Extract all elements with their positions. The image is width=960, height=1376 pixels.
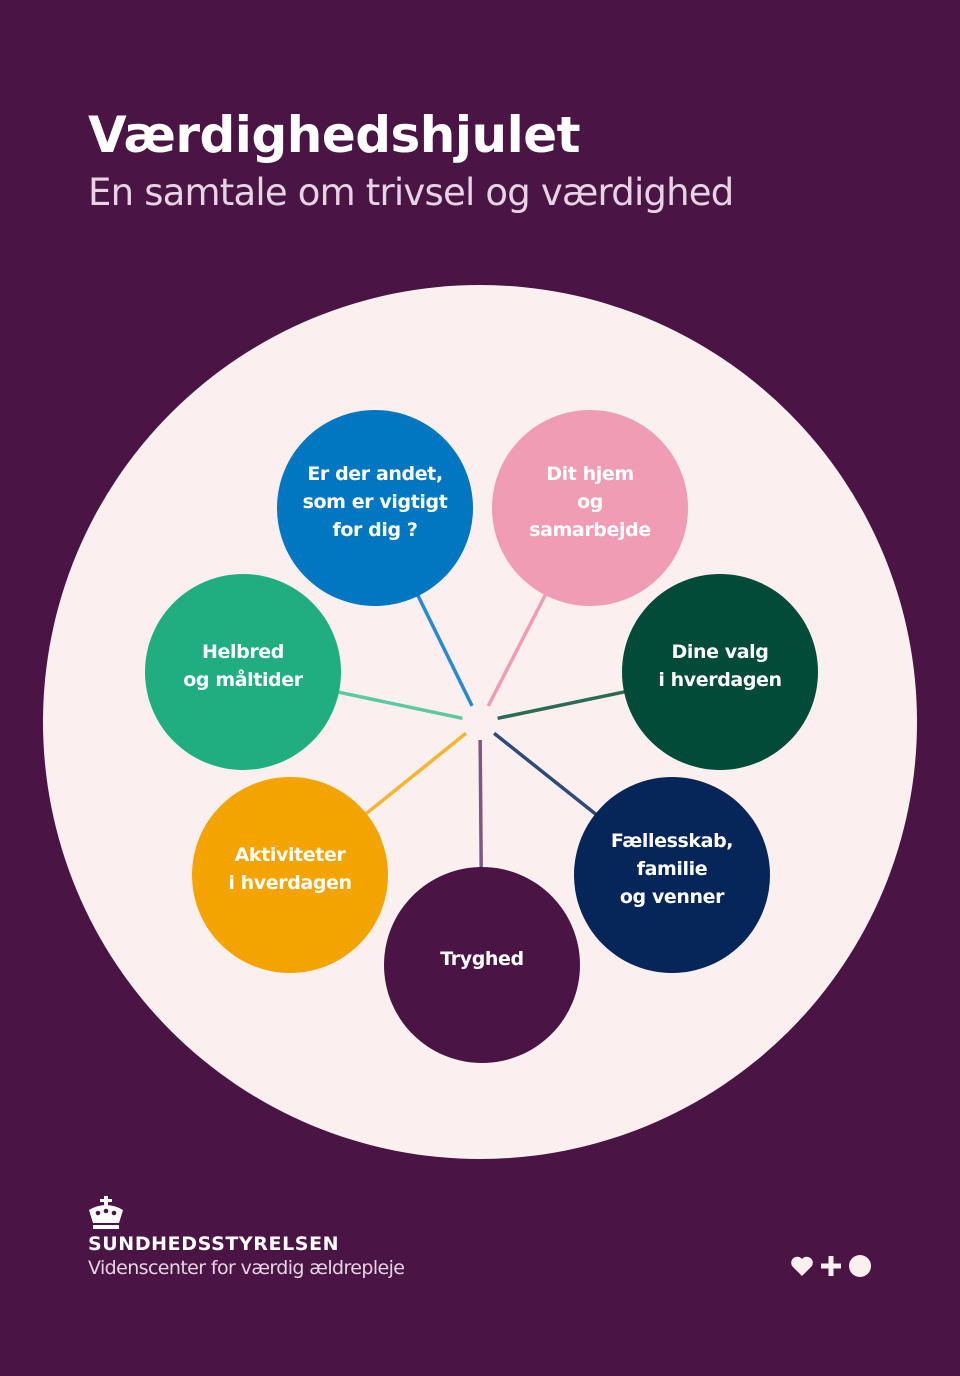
wheel-node-label-other: Er der andet, som er vigtigt for dig ? — [302, 463, 448, 541]
spoke-home — [486, 592, 548, 707]
wheel-node-choices — [622, 574, 818, 770]
spoke-health — [336, 690, 463, 720]
wheel-node-safety — [384, 867, 580, 1063]
org-subtitle: Videnscenter for værdig ældrepleje — [88, 1257, 405, 1279]
wheel-node-health — [145, 574, 341, 770]
spoke-community — [492, 731, 599, 817]
org-name: SUNDHEDSSTYRELSEN — [88, 1233, 340, 1255]
crown-icon — [89, 1196, 123, 1229]
wheel-node-label-health: Helbred og måltider — [183, 641, 303, 691]
page-subtitle: En samtale om trivsel og værdighed — [88, 171, 734, 214]
spoke-safety — [478, 739, 483, 870]
wheel-node-other — [277, 410, 473, 606]
brand-icons — [790, 1254, 872, 1282]
heart-icon — [790, 1255, 814, 1281]
wheel-node-label-home: Dit hjem og samarbejde — [529, 463, 651, 541]
circle-icon — [848, 1254, 872, 1282]
wheel-node-label-choices: Dine valg i hverdagen — [658, 641, 782, 691]
wheel-node-home — [492, 410, 688, 606]
wheel-node-label-community: Fællesskab, familie og venner — [610, 830, 734, 908]
wheel-node-label-activities: Aktiviteter i hverdagen — [228, 844, 352, 894]
wheel-node-community — [574, 777, 770, 973]
spoke-other — [415, 593, 474, 707]
spoke-activities — [363, 731, 468, 817]
page-title: Værdighedshjulet — [88, 106, 581, 164]
wheel-node-activities — [192, 777, 388, 973]
spoke-choices — [497, 689, 627, 721]
plus-icon — [820, 1255, 842, 1281]
wheel-node-label-safety: Tryghed — [440, 948, 524, 970]
